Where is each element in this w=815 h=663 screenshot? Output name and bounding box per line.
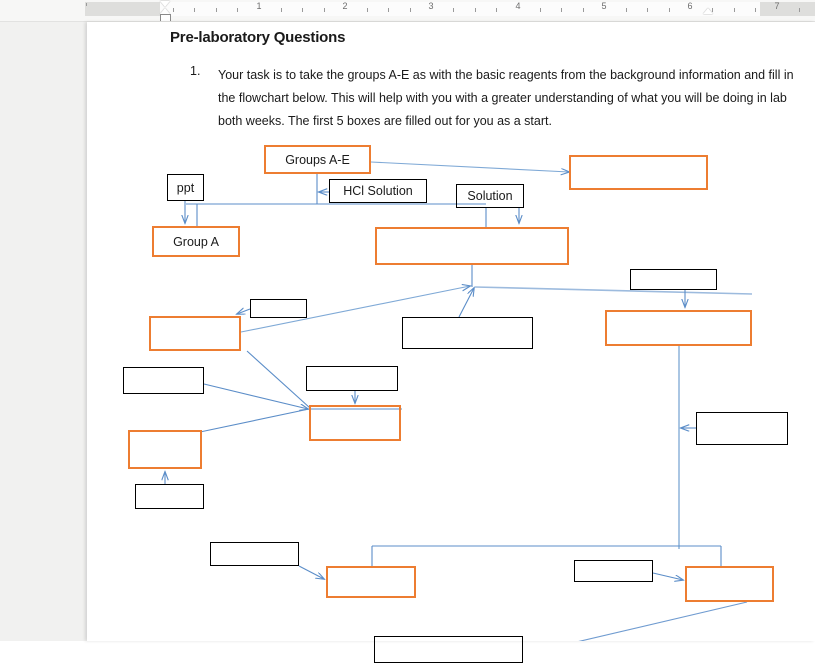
flow-node-empty-bottom-wide[interactable]: [374, 636, 523, 663]
flow-node-empty-bottom-left[interactable]: [210, 542, 299, 566]
flowchart: Groups A-E ppt HCl Solution Solution Gro…: [87, 22, 815, 663]
flow-node-group-a[interactable]: Group A: [152, 226, 240, 257]
question-text: Your task is to take the groups A-E as w…: [218, 68, 794, 128]
flow-node-empty-left-orange[interactable]: [149, 316, 241, 351]
ruler-tick: [755, 8, 756, 12]
flowchart-connectors: [87, 161, 753, 641]
ruler-right-margin-zone: [760, 2, 815, 16]
flow-node-empty-lower-black[interactable]: [135, 484, 204, 509]
flow-node-empty-center-black[interactable]: [402, 317, 533, 349]
flow-node-empty-bottom-black2[interactable]: [574, 560, 653, 582]
ruler-tick: [734, 8, 735, 12]
ruler-number: 1: [256, 1, 262, 11]
ruler-tick: [583, 8, 584, 12]
ruler-tick: [669, 8, 670, 12]
flow-node-empty-right-side[interactable]: [696, 412, 788, 445]
flow-node-empty-lower-orange[interactable]: [128, 430, 202, 469]
ruler-tick: [561, 8, 562, 12]
ruler-tick: [302, 8, 303, 12]
ruler-tick: [799, 8, 800, 12]
flow-node-empty-left-tag[interactable]: [250, 299, 307, 318]
ruler-tick: [173, 8, 174, 12]
ruler-tick: [324, 8, 325, 12]
flow-node-empty-top-right[interactable]: [569, 155, 708, 190]
page-left-gutter: [0, 22, 87, 641]
question-number: 1.: [190, 64, 201, 78]
ruler-tick: [647, 8, 648, 12]
ruler-page-zone: [160, 2, 760, 16]
ruler-tick: [281, 8, 282, 12]
ruler-tick: [496, 8, 497, 12]
flow-node-ppt[interactable]: ppt: [167, 174, 204, 201]
flow-node-empty-mid-black[interactable]: [306, 366, 398, 391]
flow-node-solution[interactable]: Solution: [456, 184, 524, 208]
flow-node-empty-right-small[interactable]: [630, 269, 717, 290]
document-page: Pre-laboratory Questions 1. Your task is…: [87, 22, 815, 663]
flow-node-empty-right-mid[interactable]: [605, 310, 752, 346]
left-indent-marker[interactable]: [160, 14, 171, 21]
flow-node-empty-mid-orange[interactable]: [309, 405, 401, 441]
flow-node-empty-center-large[interactable]: [375, 227, 569, 265]
horizontal-ruler[interactable]: 1 2 3 4 5 6 7: [0, 0, 815, 22]
flow-node-empty-bottom-orange2[interactable]: [685, 566, 774, 602]
ruler-left-margin-zone: [85, 2, 160, 16]
ruler-tick: [475, 8, 476, 12]
ruler-track[interactable]: 1 2 3 4 5 6 7: [0, 0, 815, 21]
ruler-tick: [216, 8, 217, 12]
ruler-tick: [86, 3, 87, 6]
ruler-tick: [410, 8, 411, 12]
ruler-number: 5: [601, 1, 607, 11]
right-indent-marker[interactable]: [703, 8, 713, 14]
page-title: Pre-laboratory Questions: [170, 29, 346, 46]
ruler-tick: [453, 8, 454, 12]
ruler-tick: [626, 8, 627, 12]
ruler-tick: [388, 8, 389, 12]
ruler-number: 6: [687, 1, 693, 11]
ruler-tick: [367, 8, 368, 12]
ruler-tick: [194, 8, 195, 12]
flow-node-empty-bottom-orange1[interactable]: [326, 566, 416, 598]
flow-node-hcl-solution[interactable]: HCl Solution: [329, 179, 427, 203]
ruler-number: 4: [515, 1, 521, 11]
ruler-number: 3: [428, 1, 434, 11]
flow-node-groups-a-e[interactable]: Groups A-E: [264, 145, 371, 174]
ruler-number: 2: [342, 1, 348, 11]
ruler-number: 7: [774, 1, 780, 11]
ruler-tick: [540, 8, 541, 12]
hanging-indent-marker[interactable]: [160, 8, 170, 14]
first-line-indent-marker[interactable]: [160, 1, 170, 7]
flow-node-empty-far-left[interactable]: [123, 367, 204, 394]
ruler-tick: [237, 8, 238, 12]
